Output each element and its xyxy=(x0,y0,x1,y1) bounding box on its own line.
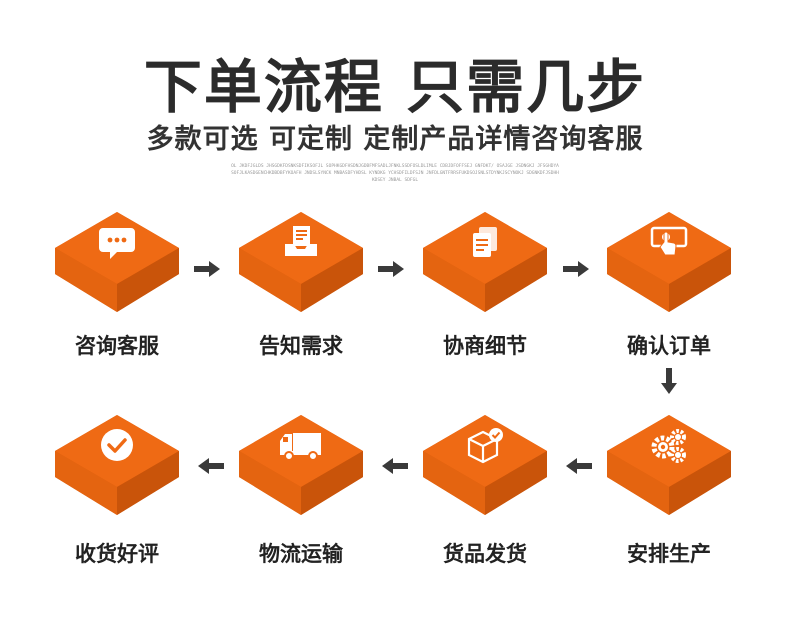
arrow-left-icon xyxy=(566,458,592,474)
page-title: 下单流程 只需几步 xyxy=(143,53,647,121)
step-confirm-order xyxy=(607,212,731,312)
step-label: 货品发货 xyxy=(443,542,527,566)
step-label: 安排生产 xyxy=(627,542,711,566)
step-production xyxy=(607,415,731,515)
step-receive xyxy=(55,415,179,515)
delivery-truck-icon xyxy=(277,425,325,465)
arrow-left-icon xyxy=(382,458,408,474)
step-block xyxy=(423,212,547,312)
arrow-down-icon xyxy=(661,368,677,394)
step-negotiate xyxy=(423,212,547,312)
documents-icon xyxy=(465,222,505,262)
step-block xyxy=(607,415,731,515)
step-logistics xyxy=(239,415,363,515)
touch-screen-icon xyxy=(649,222,689,262)
step-label: 确认订单 xyxy=(627,334,711,358)
inbox-document-icon xyxy=(281,222,321,262)
chat-bubble-icon xyxy=(97,222,137,262)
step-label: 咨询客服 xyxy=(75,334,159,358)
step-label: 协商细节 xyxy=(443,334,527,358)
step-requirements xyxy=(239,212,363,312)
fine-print-text: OL JKDFJGLDS JHSGDKFDSNKSDFIKSOFJL SOPHK… xyxy=(231,164,559,183)
step-label: 收货好评 xyxy=(75,542,159,566)
arrow-right-icon xyxy=(378,261,404,277)
check-circle-icon xyxy=(97,425,137,465)
arrow-right-icon xyxy=(563,261,589,277)
step-label: 告知需求 xyxy=(259,334,343,358)
step-block xyxy=(423,415,547,515)
package-check-icon xyxy=(465,425,505,465)
step-block xyxy=(239,212,363,312)
arrow-left-icon xyxy=(198,458,224,474)
step-label: 物流运输 xyxy=(259,542,343,566)
page-subtitle: 多款可选 可定制 定制产品详情咨询客服 xyxy=(146,124,644,155)
step-shipping xyxy=(423,415,547,515)
step-consult xyxy=(55,212,179,312)
arrow-right-icon xyxy=(194,261,220,277)
gears-icon xyxy=(649,425,689,465)
